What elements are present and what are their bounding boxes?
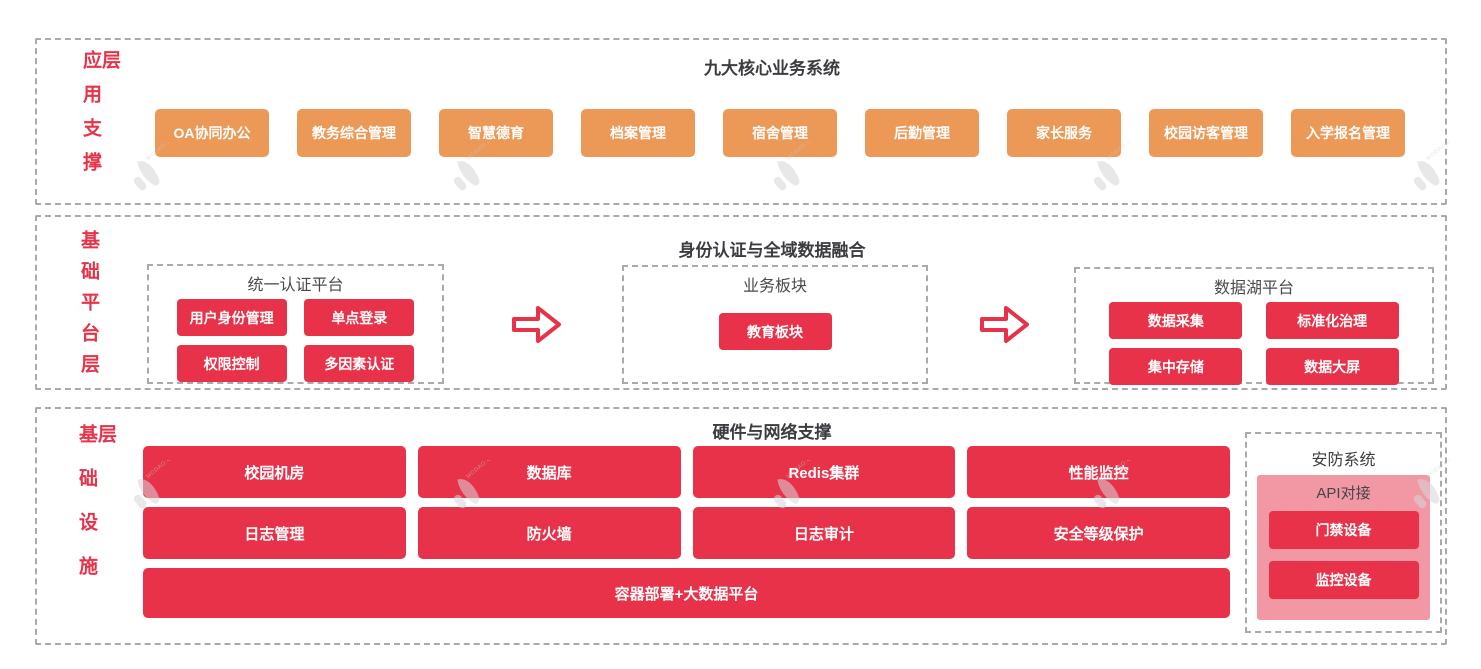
system-box-academic-affairs: 教务综合管理	[297, 109, 411, 157]
infra-box-log-audit: 日志审计	[692, 507, 956, 559]
security-system-group: 安防系统 API对接 门禁设备 监控设备	[1245, 432, 1442, 633]
flow-arrow-icon	[980, 306, 1029, 343]
datalake-group-title: 数据湖平台	[1213, 280, 1294, 297]
datalake-item-central-storage: 集中存储	[1109, 348, 1243, 385]
infra-box-redis-cluster: Redis集群	[692, 446, 956, 498]
system-box-archives: 档案管理	[581, 109, 695, 157]
business-group-title: 业务板块	[742, 278, 807, 295]
system-box-moral-education: 智慧德育	[439, 109, 553, 157]
system-box-dormitory: 宿舍管理	[723, 109, 837, 157]
auth-group-title: 统一认证平台	[247, 277, 344, 294]
unified-auth-platform-group: 统一认证平台 用户身份管理 单点登录 权限控制 多因素认证	[147, 264, 444, 384]
infra-box-container-bigdata: 容器部署+大数据平台	[143, 568, 1230, 618]
business-section-group: 业务板块 教育板块	[622, 265, 928, 384]
api-integration-box: API对接 门禁设备 监控设备	[1257, 475, 1430, 620]
platform-layer-title: 身份认证与全域数据融合	[678, 241, 866, 260]
auth-item-mfa: 多因素认证	[304, 345, 415, 382]
system-box-campus-visitor: 校园访客管理	[1149, 109, 1263, 157]
data-lake-platform-group: 数据湖平台 数据采集 标准化治理 集中存储 数据大屏	[1074, 267, 1434, 385]
security-item-access-control: 门禁设备	[1268, 511, 1419, 549]
infra-layer-title: 硬件与网络支撑	[712, 423, 832, 442]
datalake-item-data-screen: 数据大屏	[1265, 348, 1399, 385]
datalake-group-items: 数据采集 标准化治理 集中存储 数据大屏	[1076, 302, 1432, 385]
security-system-title: 安防系统	[1311, 452, 1376, 469]
infra-box-performance-monitoring: 性能监控	[967, 446, 1230, 498]
app-layer-title: 九大核心业务系统	[704, 59, 840, 78]
infra-box-firewall: 防火墙	[417, 507, 681, 559]
layer-label-infrastructure: 基础设施层	[76, 424, 116, 600]
infra-box-database: 数据库	[417, 446, 681, 498]
system-box-parent-service: 家长服务	[1007, 109, 1121, 157]
panel-application-support-layer: 应用支撑层 九大核心业务系统 OA协同办公 教务综合管理 智慧德育 档案管理 宿…	[35, 38, 1447, 205]
auth-group-items: 用户身份管理 单点登录 权限控制 多因素认证	[149, 299, 442, 382]
infrastructure-grid: 校园机房 数据库 Redis集群 性能监控 日志管理 防火墙 日志审计 安全等级…	[143, 446, 1230, 618]
panel-infrastructure-layer: 基础设施层 硬件与网络支撑 校园机房 数据库 Redis集群 性能监控 日志管理…	[35, 407, 1447, 645]
system-box-enrollment: 入学报名管理	[1291, 109, 1405, 157]
auth-item-permission: 权限控制	[176, 345, 287, 382]
auth-item-sso: 单点登录	[304, 299, 415, 336]
auth-item-user-identity: 用户身份管理	[176, 299, 287, 336]
datalake-item-standardization: 标准化治理	[1265, 302, 1399, 339]
core-systems-row: OA协同办公 教务综合管理 智慧德育 档案管理 宿舍管理 后勤管理 家长服务 校…	[155, 109, 1405, 157]
infra-box-campus-server-room: 校园机房	[143, 446, 406, 498]
api-integration-title: API对接	[1316, 485, 1371, 502]
layer-label-application-support: 应用支撑层	[80, 50, 120, 186]
flow-arrow-icon	[512, 306, 561, 343]
system-box-oa: OA协同办公	[155, 109, 269, 157]
layer-label-base-platform: 基础平台层	[78, 230, 99, 385]
datalake-item-collection: 数据采集	[1109, 302, 1243, 339]
panel-base-platform-layer: 基础平台层 身份认证与全域数据融合 统一认证平台 用户身份管理 单点登录 权限控…	[35, 215, 1447, 390]
security-item-surveillance: 监控设备	[1268, 561, 1419, 599]
infra-box-security-level-protection: 安全等级保护	[967, 507, 1230, 559]
business-item-education: 教育板块	[718, 313, 832, 350]
system-box-logistics: 后勤管理	[865, 109, 979, 157]
infra-box-log-management: 日志管理	[143, 507, 406, 559]
